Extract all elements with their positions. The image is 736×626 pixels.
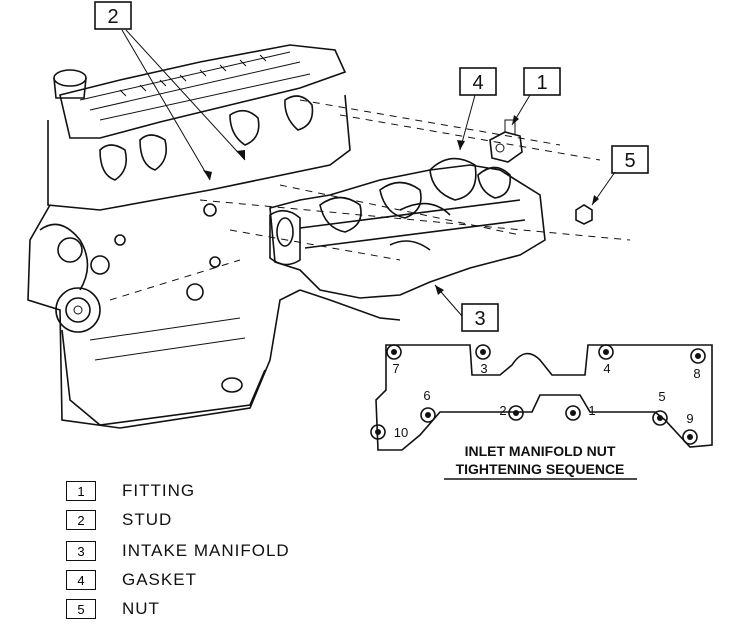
legend-row-nut: 5 NUT	[66, 598, 160, 620]
legend-row-gasket: 4 GASKET	[66, 569, 197, 591]
legend-number: 5	[66, 599, 96, 619]
legend-label: GASKET	[122, 570, 197, 589]
seq-label-4: 4	[603, 361, 610, 376]
svg-text:2: 2	[107, 6, 118, 28]
svg-text:5: 5	[624, 150, 635, 172]
seq-label-1: 1	[588, 403, 595, 418]
legend-row-intake-manifold: 3 INTAKE MANIFOLD	[66, 540, 290, 562]
legend-label: FITTING	[122, 481, 196, 500]
callout-2: 2	[94, 1, 132, 30]
legend-label: STUD	[122, 510, 173, 529]
intake-manifold-drawing	[269, 157, 546, 299]
arrowhead-5	[592, 195, 599, 205]
nut-drawing	[575, 204, 593, 225]
svg-text:4: 4	[472, 72, 483, 94]
callout-4: 4	[459, 67, 497, 96]
callout-5: 5	[611, 145, 649, 174]
seq-label-5: 5	[658, 389, 665, 404]
legend-label: INTAKE MANIFOLD	[122, 541, 290, 560]
sequence-caption-line2: TIGHTENING SEQUENCE	[456, 461, 625, 477]
legend-number: 2	[66, 510, 96, 530]
seq-label-8: 8	[693, 366, 700, 381]
legend-row-fitting: 1 FITTING	[66, 480, 195, 502]
arrowhead-4	[457, 140, 465, 150]
callout-3: 3	[461, 303, 499, 332]
seq-label-10: 10	[394, 425, 408, 440]
svg-text:1: 1	[536, 72, 547, 94]
legend-number: 1	[66, 481, 96, 501]
fitting-drawing	[489, 119, 523, 163]
svg-text:3: 3	[474, 308, 485, 330]
seq-label-6: 6	[423, 388, 430, 403]
callout-1: 1	[523, 67, 561, 96]
seq-label-2: 2	[499, 403, 506, 418]
legend-number: 3	[66, 541, 96, 561]
leader-2	[121, 29, 246, 181]
sequence-caption-line1: INLET MANIFOLD NUT	[465, 443, 616, 459]
tightening-sequence-diagram: 7 3 4 8 6 2 1 5 10 9 INLET MANIFOLD NUT …	[370, 344, 713, 480]
legend-row-stud: 2 STUD	[66, 509, 172, 531]
arrowheads-2	[203, 150, 245, 180]
seq-label-3: 3	[480, 361, 487, 376]
engine-block-drawing	[27, 44, 401, 429]
arrowhead-1	[512, 115, 519, 125]
alignment-lines	[109, 99, 631, 301]
seq-label-7: 7	[392, 361, 399, 376]
seq-label-9: 9	[686, 411, 693, 426]
legend-number: 4	[66, 570, 96, 590]
legend-label: NUT	[122, 599, 160, 618]
arrowhead-3	[435, 285, 444, 295]
